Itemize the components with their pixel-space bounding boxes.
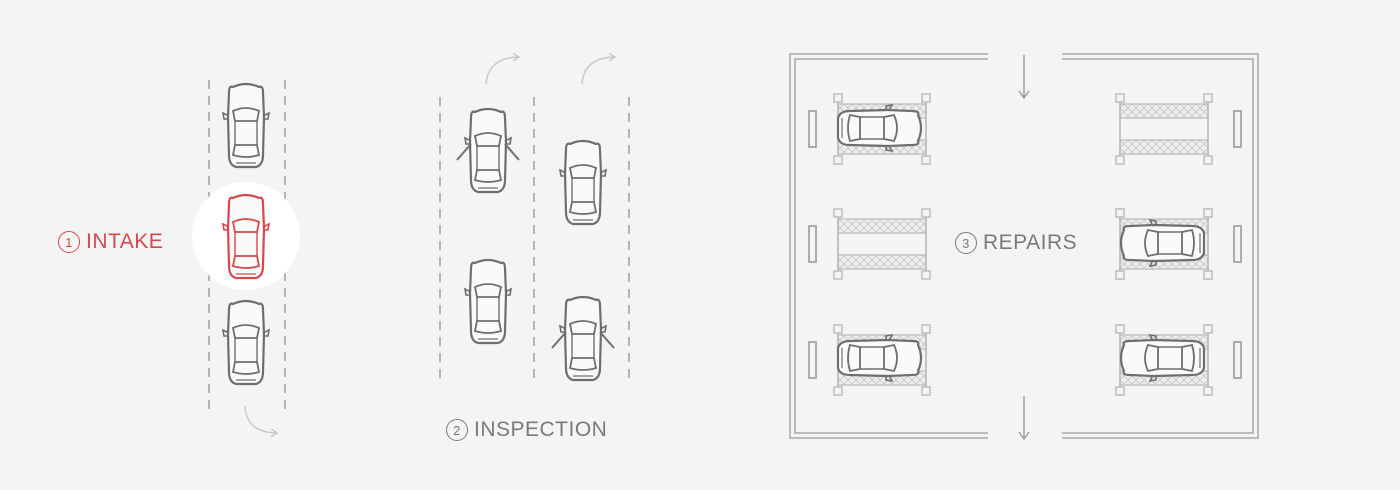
lift-post (1115, 93, 1125, 103)
car-icon (558, 139, 608, 226)
lift-post (921, 155, 931, 165)
bay-marker-icon (808, 225, 817, 263)
inspection-label: 2 INSPECTION (446, 418, 607, 442)
lift-post (833, 386, 843, 396)
lift-post (1203, 386, 1213, 396)
step-number-badge: 3 (955, 232, 977, 254)
stage-label-text: INTAKE (86, 230, 164, 253)
car-icon (551, 295, 615, 382)
arrow-icon (581, 57, 614, 85)
car-icon (1119, 333, 1206, 383)
repairs-label: 3 REPAIRS (955, 231, 1077, 255)
car-icon (221, 299, 271, 386)
lift-post (1203, 208, 1213, 218)
car-icon (456, 107, 520, 194)
lift-post (1203, 155, 1213, 165)
bay-wall (1062, 58, 1254, 434)
lift-post (1115, 208, 1125, 218)
lift-post (833, 324, 843, 334)
lift-post (921, 324, 931, 334)
car-icon (836, 103, 923, 153)
bay-marker-icon (808, 110, 817, 148)
car-icon (1119, 218, 1206, 268)
stage-label-text: INSPECTION (474, 418, 608, 441)
car-icon (221, 82, 271, 169)
bay-wall (789, 53, 988, 439)
lift-post (1203, 93, 1213, 103)
lift-platform-icon (833, 208, 931, 280)
lift-post (921, 386, 931, 396)
open-door (551, 331, 615, 349)
lift-post (833, 93, 843, 103)
open-door (456, 143, 520, 161)
step-number-badge: 1 (58, 231, 80, 253)
bay-wall (794, 58, 988, 434)
arrow-icon (1018, 396, 1030, 441)
arrow-icon (244, 405, 276, 433)
lift-post (921, 93, 931, 103)
bay-marker-icon (1233, 341, 1242, 379)
lift-post (1203, 324, 1213, 334)
lift-post (833, 270, 843, 280)
step-number-badge: 2 (446, 419, 468, 441)
lift-post (1115, 324, 1125, 334)
lift-post (1115, 270, 1125, 280)
lift-post (921, 270, 931, 280)
lift-platform-icon (1115, 93, 1213, 165)
lift-post (1115, 386, 1125, 396)
bay-marker-icon (1233, 110, 1242, 148)
car-icon (221, 193, 271, 280)
car-icon (463, 258, 513, 345)
lift-post (1203, 270, 1213, 280)
arrow-icon (1018, 55, 1030, 100)
arrow-icon (485, 57, 518, 85)
lift-post (921, 208, 931, 218)
bay-marker-icon (1233, 225, 1242, 263)
lift-post (833, 208, 843, 218)
intake-label: 1 INTAKE (58, 230, 163, 254)
lift-post (1115, 155, 1125, 165)
bay-wall (1062, 53, 1259, 439)
lift-post (833, 155, 843, 165)
bay-marker-icon (808, 341, 817, 379)
car-icon (836, 333, 923, 383)
stage-label-text: REPAIRS (983, 231, 1078, 254)
